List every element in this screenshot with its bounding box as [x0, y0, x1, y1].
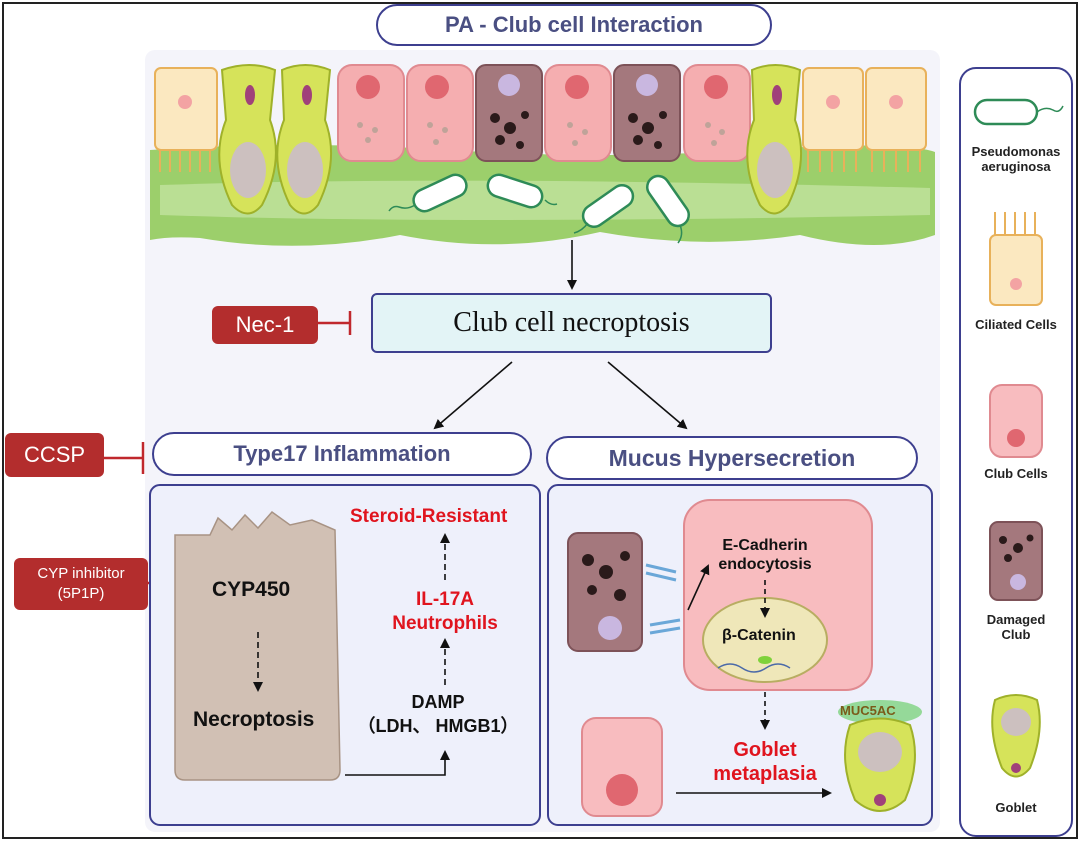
legend-ciliated-icon — [989, 212, 1043, 306]
il17-neutrophils-label: IL-17A Neutrophils — [370, 588, 520, 636]
ccsp-label: CCSP — [5, 433, 104, 477]
goblet-metaplasia-line1: Goblet — [733, 739, 797, 761]
ecadherin-line1: E-Cadherin — [722, 537, 808, 554]
necroptosis-label: Necroptosis — [193, 708, 315, 731]
goblet-cell — [746, 64, 803, 215]
steroid-resistant-label: Steroid-Resistant — [350, 506, 508, 527]
club-cell-small — [581, 717, 663, 817]
goblet-cell — [218, 64, 277, 215]
arrow-to-damp — [345, 750, 450, 776]
legend-damaged-line2: Club — [1001, 627, 1031, 642]
legend-damaged-label: Damaged Club — [962, 612, 1070, 642]
cadherin-junction — [645, 563, 681, 635]
goblet-metaplasia-line2: metaplasia — [713, 763, 817, 785]
legend-damaged-line1: Damaged — [986, 612, 1046, 627]
legend-club-icon — [989, 384, 1043, 458]
ecadherin-label: E-Cadherin endocytosis — [700, 536, 830, 574]
mucus-header: Mucus Hypersecretion — [546, 436, 918, 480]
cyp-inhibitor-line2: (5P1P) — [57, 585, 105, 602]
damp-detail: （LDH、 HMGB1） — [357, 716, 519, 736]
cyp-inhibitor-label: CYP inhibitor (5P1P) — [14, 558, 148, 610]
airway-epithelium — [150, 64, 935, 246]
goblet-cell-panel — [844, 717, 916, 812]
damaged-club-cell-panel — [567, 532, 643, 652]
club-cell-panel — [683, 499, 873, 691]
diagram-title: PA - Club cell Interaction — [376, 4, 772, 46]
legend-goblet-icon — [991, 694, 1041, 778]
arrow-to-type17 — [433, 361, 513, 430]
legend-club-label: Club Cells — [984, 466, 1048, 481]
damp-title: DAMP — [411, 692, 465, 712]
ciliated-cell — [154, 67, 218, 172]
neutrophils-label: Neutrophils — [392, 613, 498, 634]
legend-goblet-label: Goblet — [995, 800, 1037, 815]
cyp450-label: CYP450 — [212, 578, 291, 601]
legend-pa-line2: aeruginosa — [981, 159, 1051, 174]
legend-pa-label: Pseudomonas aeruginosa — [962, 144, 1070, 174]
damaged-club-cells — [475, 64, 681, 162]
legend-pa-icon — [973, 98, 1064, 126]
damp-label: DAMP （LDH、 HMGB1） — [342, 690, 534, 738]
ecadherin-line2: endocytosis — [718, 556, 812, 573]
arrow-to-ecadherin — [687, 564, 710, 611]
club-cells — [337, 64, 751, 162]
il17-label: IL-17A — [415, 589, 475, 610]
legend-ciliated-label: Ciliated Cells — [975, 317, 1057, 332]
type17-header: Type17 Inflammation — [152, 432, 532, 476]
club-cell-necroptosis-box: Club cell necroptosis — [371, 293, 772, 353]
ciliated-cell — [802, 67, 927, 172]
legend-damaged-icon — [989, 521, 1043, 601]
muc5ac-cloud — [838, 700, 922, 724]
goblet-cell — [276, 64, 333, 215]
beta-catenin-label: β-Catenin — [722, 627, 796, 644]
nec1-label: Nec-1 — [212, 306, 318, 344]
arrow-to-mucus — [607, 361, 688, 430]
goblet-metaplasia-label: Goblet metaplasia — [700, 738, 830, 786]
legend-pa-line1: Pseudomonas — [971, 144, 1061, 159]
bacteria-group — [412, 173, 691, 229]
muc5ac-label: MUC5AC — [840, 703, 896, 718]
cyp-inhibitor-line1: CYP inhibitor — [37, 565, 125, 582]
